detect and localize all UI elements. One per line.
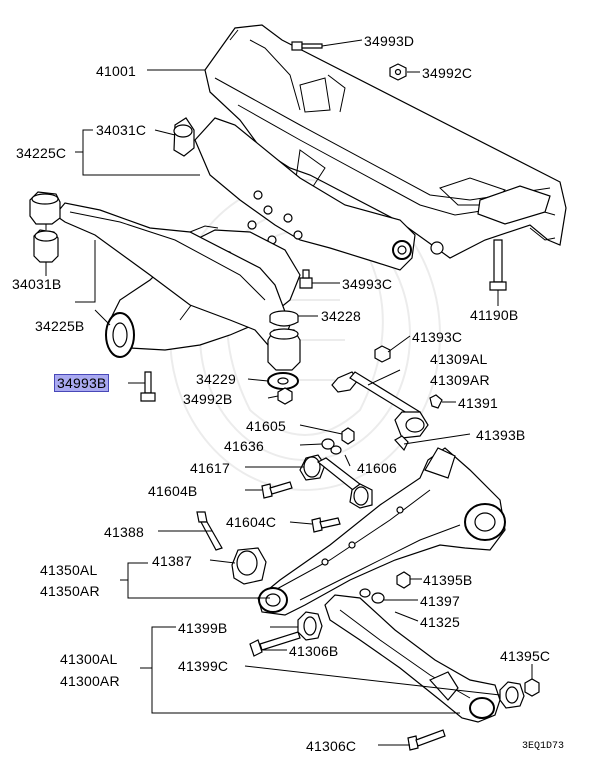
rear-diff-mount-bushing — [267, 328, 301, 371]
crossmember-41001 — [204, 24, 567, 259]
label-41399B[interactable]: 41399B — [178, 620, 228, 636]
bolt-41388 — [196, 511, 223, 551]
nut-41395C — [524, 678, 540, 697]
bolt-34993C — [299, 269, 313, 289]
label-41399C[interactable]: 41399C — [178, 658, 229, 674]
label-41617[interactable]: 41617 — [190, 460, 230, 476]
bolt-41190B — [489, 239, 507, 291]
label-41391[interactable]: 41391 — [458, 395, 498, 411]
nut-34992C — [389, 63, 407, 81]
label-34228[interactable]: 34228 — [321, 308, 361, 324]
label-41606[interactable]: 41606 — [357, 460, 397, 476]
label-41190B[interactable]: 41190B — [470, 307, 519, 323]
nut-34992B — [277, 387, 293, 405]
label-34229[interactable]: 34229 — [196, 371, 236, 387]
label-41397[interactable]: 41397 — [420, 593, 460, 609]
label-41300AL[interactable]: 41300AL — [60, 651, 118, 667]
bushing-34031C — [173, 117, 195, 157]
label-41393B[interactable]: 41393B — [476, 427, 526, 443]
label-34031C[interactable]: 34031C — [96, 122, 147, 138]
label-41309AL[interactable]: 41309AL — [430, 351, 488, 367]
bolt-34993B — [140, 371, 156, 402]
washer-41397 — [359, 588, 385, 604]
bolt-41604B — [261, 481, 293, 499]
label-41387[interactable]: 41387 — [152, 553, 192, 569]
label-34992B[interactable]: 34992B — [183, 391, 233, 407]
diff-mount-bracket-34225C — [194, 117, 416, 271]
label-41604B[interactable]: 41604B — [148, 483, 198, 499]
label-34993D[interactable]: 34993D — [364, 33, 415, 49]
drawing-code: 3EQ1D73 — [522, 741, 565, 752]
label-34992C[interactable]: 34992C — [422, 65, 473, 81]
nut-41395B — [396, 571, 411, 589]
leader-lines — [45, 39, 533, 746]
label-41300AR[interactable]: 41300AR — [60, 673, 120, 689]
label-41309AR[interactable]: 41309AR — [430, 372, 490, 388]
lower-arm-41350 — [257, 447, 506, 616]
bolt-34993D — [291, 41, 323, 51]
label-34031B[interactable]: 34031B — [12, 276, 62, 292]
label-41604C[interactable]: 41604C — [226, 514, 277, 530]
label-41001[interactable]: 41001 — [96, 63, 136, 79]
label-41393C[interactable]: 41393C — [412, 329, 463, 345]
label-41325[interactable]: 41325 — [420, 614, 460, 630]
cap-34228 — [269, 310, 299, 327]
bushing-41399C — [499, 681, 525, 709]
toe-control-rod-41309 — [331, 345, 443, 452]
label-41306B[interactable]: 41306B — [289, 643, 339, 659]
label-41388[interactable]: 41388 — [104, 524, 144, 540]
label-41306C[interactable]: 41306C — [306, 738, 357, 754]
label-34225B[interactable]: 34225B — [35, 318, 85, 334]
bolt-41306C — [407, 729, 446, 751]
label-41350AR[interactable]: 41350AR — [40, 583, 100, 599]
label-41605[interactable]: 41605 — [246, 418, 286, 434]
label-34993C[interactable]: 34993C — [342, 276, 393, 292]
lower-arm-41300 — [324, 594, 501, 723]
bolt-41306B — [249, 631, 301, 657]
label-34225C[interactable]: 34225C — [16, 145, 67, 161]
bushing-41399B — [297, 611, 323, 641]
label-41395B[interactable]: 41395B — [423, 572, 473, 588]
upper-arm-41617 — [299, 454, 373, 509]
bushing-34031B-top — [29, 191, 61, 225]
bolt-41604C — [311, 517, 341, 533]
washer-34229 — [267, 372, 299, 390]
label-41395C[interactable]: 41395C — [500, 648, 551, 664]
bushing-41387 — [231, 547, 267, 585]
label-41350AL[interactable]: 41350AL — [40, 562, 98, 578]
label-34993B-highlighted[interactable]: 34993B — [54, 374, 110, 392]
label-41636[interactable]: 41636 — [224, 438, 264, 454]
bushing-34031B-lower — [33, 229, 59, 263]
